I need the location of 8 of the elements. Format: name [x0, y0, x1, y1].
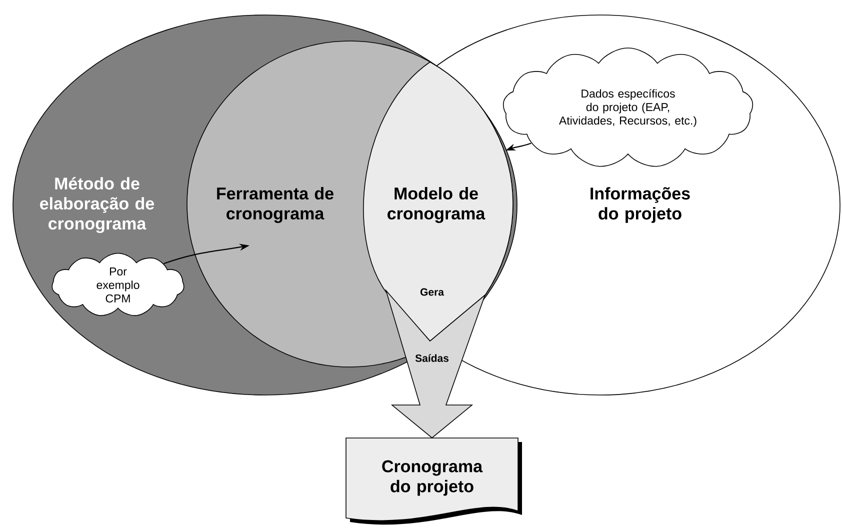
edge-label: Saídas	[414, 353, 450, 363]
region-label: Modelo de cronograma	[388, 187, 486, 223]
region-label: Informações do projeto	[590, 187, 690, 223]
region-label: Método de elaboração de cronograma	[40, 176, 154, 234]
cloud-callout: Por exemplo CPM	[52, 252, 184, 316]
region-label: Ferramenta de cronograma	[217, 187, 334, 223]
region-label: Gera	[420, 288, 444, 296]
cloud-callout: Dados específicos do projeto (EAP, Atividades, Recursos, etc.)	[503, 48, 754, 167]
